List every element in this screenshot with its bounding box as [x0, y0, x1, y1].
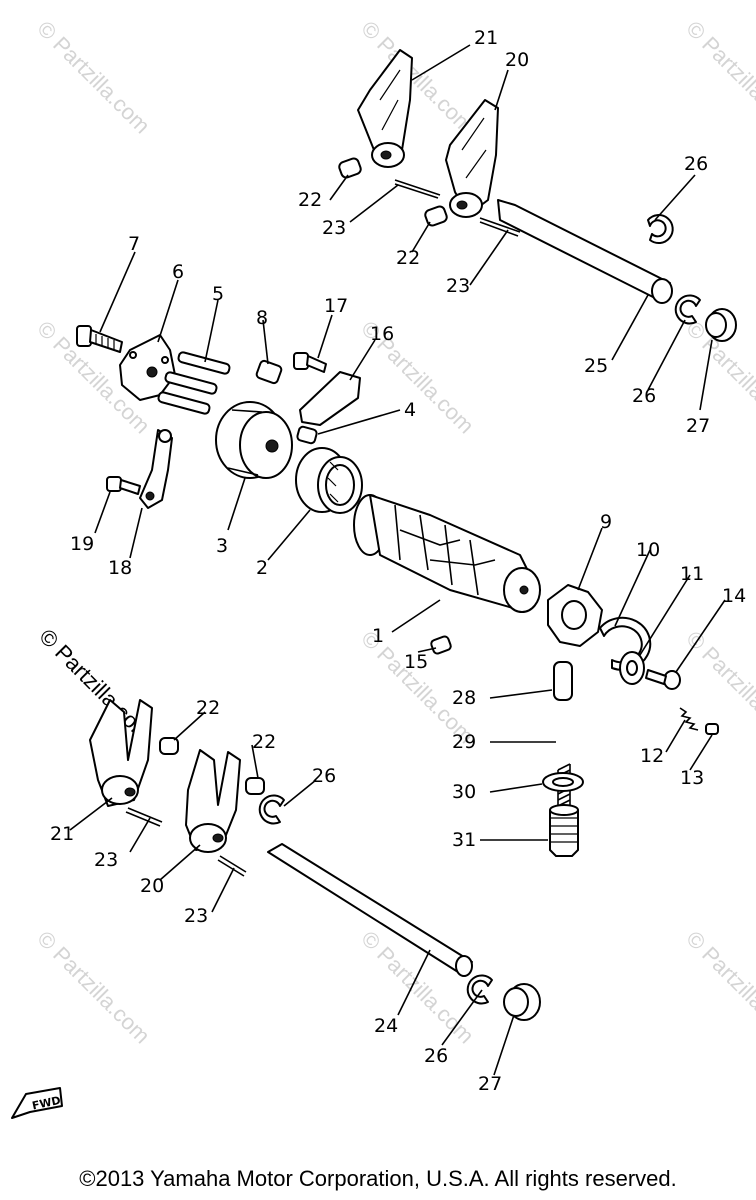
- shift-fork-21: [357, 49, 413, 168]
- exploded-view-drawing: © Partzilla.com © Partzilla.com © Partzi…: [11, 16, 756, 1119]
- pin-15: [430, 635, 452, 655]
- circlip-26: [466, 974, 493, 1005]
- watermark: © Partzilla.com: [681, 16, 756, 139]
- ref-12: 12: [640, 745, 664, 767]
- guide-pin-22: [424, 205, 448, 227]
- copyright-notice: ©2013 Yamaha Motor Corporation, U.S.A. A…: [79, 1166, 677, 1191]
- cotter-pin-23: [217, 855, 247, 877]
- ref-1: 1: [372, 625, 384, 647]
- cotter-pin-23: [394, 179, 441, 199]
- ref-16: 16: [370, 323, 394, 345]
- stopper-lever-18: [139, 429, 173, 509]
- guide-pin-22: [338, 157, 362, 179]
- shift-drum-1: [353, 494, 541, 613]
- stopper-8: [255, 359, 283, 385]
- watermark: © Partzilla.com: [32, 926, 155, 1049]
- ref-30: 30: [452, 781, 476, 803]
- cotter-pin-23: [479, 217, 521, 237]
- upper-fork-assembly: [338, 49, 737, 342]
- washer-11: [619, 651, 645, 685]
- ref-2: 2: [256, 557, 268, 579]
- ref-23: 23: [446, 275, 470, 297]
- shift-fork-20: [445, 99, 499, 218]
- shift-fork-20: [185, 749, 241, 853]
- reference-numbers: 21 20 26 22 23 22 23 25 26 27 7 6 5 8 17…: [50, 27, 746, 1095]
- ref-4: 4: [404, 399, 416, 421]
- ref-26: 26: [312, 765, 336, 787]
- ref-28: 28: [452, 687, 476, 709]
- ref-26: 26: [424, 1045, 448, 1067]
- guide-pin-22: [245, 777, 265, 795]
- ref-25: 25: [584, 355, 608, 377]
- stopper-plate-16: [299, 371, 361, 426]
- ref-22: 22: [252, 731, 276, 753]
- ref-19: 19: [70, 533, 94, 555]
- ref-23: 23: [94, 849, 118, 871]
- ref-5: 5: [212, 283, 224, 305]
- bolt-19: [106, 476, 141, 495]
- ref-29: 29: [452, 731, 476, 753]
- ref-6: 6: [172, 261, 184, 283]
- dowel-4: [296, 425, 318, 445]
- ref-18: 18: [108, 557, 132, 579]
- guide-pin-22: [159, 737, 179, 755]
- ref-10: 10: [636, 539, 660, 561]
- plug-bolt-31: [549, 804, 579, 857]
- cotter-pin-23: [125, 807, 163, 827]
- ref-14: 14: [722, 585, 746, 607]
- ref-15: 15: [404, 651, 428, 673]
- ref-20: 20: [140, 875, 164, 897]
- ref-26: 26: [684, 153, 708, 175]
- segment-plate-6: [119, 334, 176, 401]
- pin-13: [705, 723, 719, 735]
- ref-17: 17: [324, 295, 348, 317]
- ref-9: 9: [600, 511, 612, 533]
- bearing-27: [705, 308, 737, 342]
- cam-plate-3: [215, 401, 293, 479]
- watermark: © Partzilla.com: [32, 16, 155, 139]
- lower-fork-assembly: [89, 699, 541, 1021]
- ref-3: 3: [216, 535, 228, 557]
- ref-21: 21: [474, 27, 498, 49]
- leader-lines: [69, 44, 726, 1076]
- pin-5: [157, 351, 231, 415]
- shift-fork-21: [89, 699, 153, 807]
- forward-arrow-icon: FWD: [11, 1087, 63, 1119]
- ref-21: 21: [50, 823, 74, 845]
- ref-24: 24: [374, 1015, 398, 1037]
- bolt-7: [76, 325, 123, 353]
- ref-23: 23: [322, 217, 346, 239]
- ref-22: 22: [396, 247, 420, 269]
- bearing-27: [503, 983, 541, 1021]
- circlip-26: [258, 794, 285, 825]
- ref-8: 8: [256, 307, 268, 329]
- plunger-28: [553, 661, 573, 701]
- fwd-label: FWD: [31, 1094, 62, 1113]
- ref-27: 27: [686, 415, 710, 437]
- watermark: © Partzilla.com: [681, 926, 756, 1049]
- ref-23: 23: [184, 905, 208, 927]
- washer-30: [542, 772, 584, 792]
- ref-22: 22: [196, 697, 220, 719]
- screw-14: [645, 669, 681, 690]
- spring-12: [679, 707, 699, 731]
- bolt-17: [293, 352, 327, 373]
- ref-22: 22: [298, 189, 322, 211]
- shift-fork-shaft-25: [497, 199, 673, 304]
- ref-7: 7: [128, 233, 140, 255]
- circlip-26: [647, 214, 674, 245]
- ref-31: 31: [452, 829, 476, 851]
- ref-27: 27: [478, 1073, 502, 1095]
- ref-13: 13: [680, 767, 704, 789]
- needle-bearing-2: [295, 447, 363, 514]
- ref-11: 11: [680, 563, 704, 585]
- ref-20: 20: [505, 49, 529, 71]
- shift-fork-shaft-24: [267, 843, 473, 977]
- ref-26: 26: [632, 385, 656, 407]
- shift-cam-assembly: [76, 325, 719, 857]
- circlip-26: [674, 294, 701, 325]
